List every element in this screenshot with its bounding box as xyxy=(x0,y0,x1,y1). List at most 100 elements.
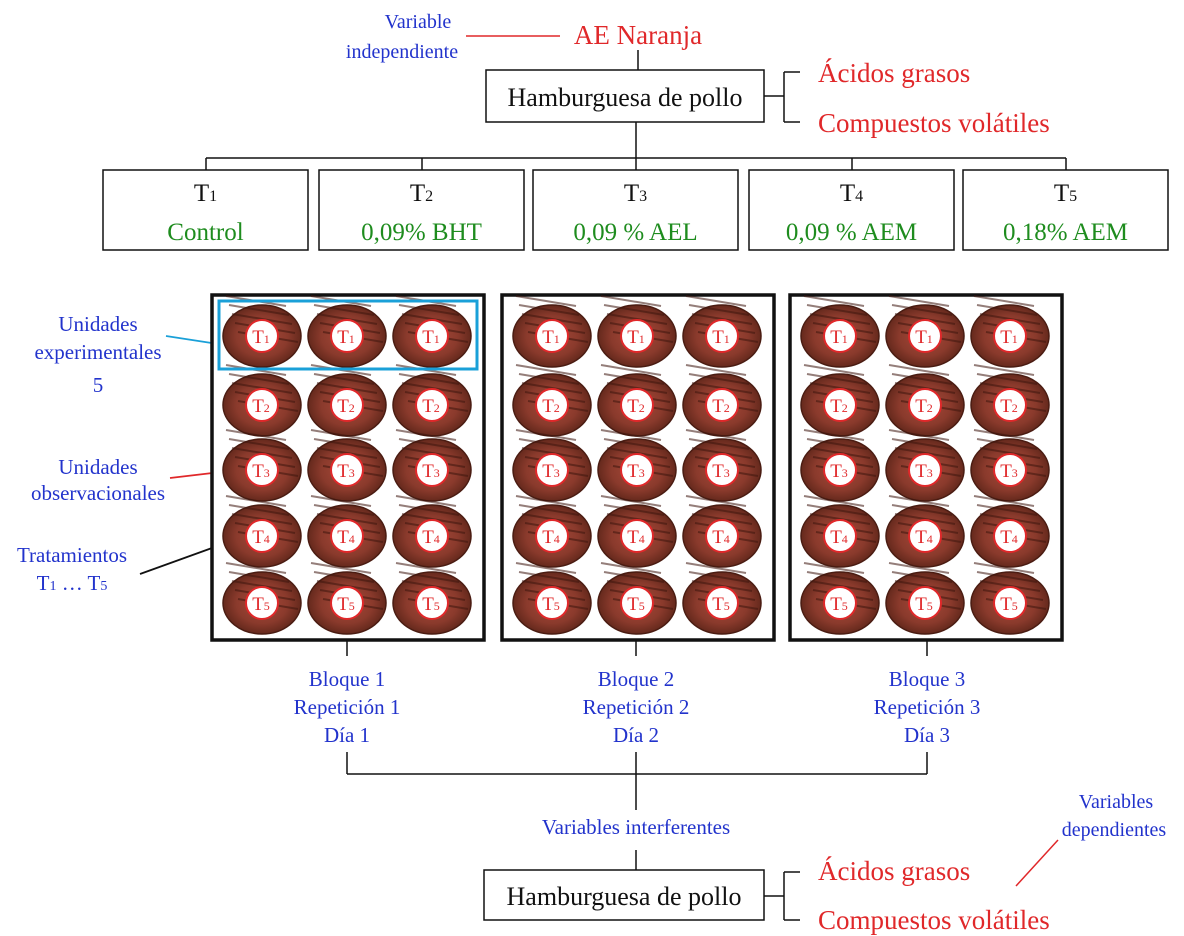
patty-label: T1 xyxy=(1000,327,1018,348)
patty-label-letter: T xyxy=(1000,327,1012,348)
grill-mark xyxy=(313,373,375,385)
patty: T3 xyxy=(800,429,880,502)
patty-label-sub: 4 xyxy=(927,532,933,546)
bottom-product-label: Hamburguesa de pollo xyxy=(507,882,742,911)
grill-mark xyxy=(395,562,457,574)
patty-label: T5 xyxy=(915,594,933,615)
patty-label-sub: 5 xyxy=(349,599,355,613)
block-2-caption: Bloque 2 Repetición 2 Día 2 xyxy=(583,667,690,747)
grill-mark xyxy=(518,504,580,516)
grill-mark xyxy=(891,304,953,316)
patty-label-sub: 2 xyxy=(554,401,560,415)
patty-label-sub: 5 xyxy=(554,599,560,613)
top-product-box xyxy=(485,69,765,123)
patty-label-letter: T xyxy=(627,527,639,548)
grill-mark xyxy=(976,571,1038,583)
patty-label: T2 xyxy=(542,396,560,417)
patty: T1 xyxy=(597,295,677,368)
grill-mark xyxy=(803,562,865,574)
grill-mark xyxy=(395,429,457,441)
patty-label-circle xyxy=(620,453,654,487)
patty-label-sub: 1 xyxy=(349,332,355,346)
patty: T4 xyxy=(800,495,880,568)
patty-label: T1 xyxy=(712,327,730,348)
patty-label-sub: 3 xyxy=(927,466,933,480)
patty-label-letter: T xyxy=(1000,527,1012,548)
patty-label-sub: 2 xyxy=(434,401,440,415)
patty-label-letter: T xyxy=(915,327,927,348)
patty-label-sub: 5 xyxy=(842,599,848,613)
patty-label-circle xyxy=(415,319,449,353)
grill-mark xyxy=(803,364,865,376)
grill-mark xyxy=(518,438,580,450)
grill-mark xyxy=(310,495,372,507)
patty-label-circle xyxy=(705,388,739,422)
patty-label: T5 xyxy=(712,594,730,615)
patty: T3 xyxy=(597,429,677,502)
patty-label-letter: T xyxy=(542,396,554,417)
patty-label: T3 xyxy=(1000,461,1018,482)
patty-label-circle xyxy=(330,388,364,422)
experimental-units-count: 5 xyxy=(93,373,104,397)
patty-label: T4 xyxy=(337,527,355,548)
experimental-units-label-line2: experimentales xyxy=(34,340,161,364)
grill-mark xyxy=(803,295,865,307)
patty-label-circle xyxy=(908,388,942,422)
grill-mark xyxy=(603,438,665,450)
patty-label: T3 xyxy=(337,461,355,482)
grill-mark xyxy=(600,364,662,376)
patty-label-letter: T xyxy=(337,594,349,615)
treatment-code: T5 xyxy=(1054,180,1077,207)
grill-mark xyxy=(688,504,750,516)
patty-label-letter: T xyxy=(252,327,264,348)
patty-label-letter: T xyxy=(542,594,554,615)
dependent-variables-connector xyxy=(1015,839,1059,887)
grill-mark xyxy=(888,429,950,441)
patty-label-circle xyxy=(993,453,1027,487)
treatment-subscript: 5 xyxy=(1069,188,1077,205)
patty-label-letter: T xyxy=(915,594,927,615)
patty-label: T2 xyxy=(712,396,730,417)
grill-mark xyxy=(973,429,1035,441)
treatment-description: Control xyxy=(167,219,243,246)
patty-label-sub: 3 xyxy=(842,466,848,480)
patty-label: T5 xyxy=(627,594,645,615)
patty: T4 xyxy=(970,495,1050,568)
patty: T3 xyxy=(222,429,302,502)
patty-label-circle xyxy=(535,319,569,353)
grill-mark xyxy=(603,373,665,385)
patty-label: T5 xyxy=(830,594,848,615)
patty: T2 xyxy=(682,364,762,437)
patty-label-sub: 1 xyxy=(434,332,440,346)
top-response-2: Compuestos volátiles xyxy=(818,108,1050,138)
patty-label: T1 xyxy=(337,327,355,348)
patty-label-letter: T xyxy=(627,396,639,417)
grill-mark xyxy=(600,295,662,307)
patty-label-sub: 4 xyxy=(724,532,730,546)
grill-mark xyxy=(600,495,662,507)
grill-mark xyxy=(225,562,287,574)
block-3-bloque: Bloque 3 xyxy=(889,667,965,691)
grill-mark xyxy=(398,373,460,385)
patty-label-letter: T xyxy=(252,527,264,548)
patty: T1 xyxy=(800,295,880,368)
grill-mark xyxy=(313,304,375,316)
block-1-bloque: Bloque 1 xyxy=(309,667,385,691)
grill-mark xyxy=(976,504,1038,516)
grill-mark xyxy=(518,571,580,583)
top-product-label: Hamburguesa de pollo xyxy=(508,83,743,112)
block-1-caption: Bloque 1 Repetición 1 Día 1 xyxy=(294,667,401,747)
patty-label-letter: T xyxy=(422,594,434,615)
patty-label-circle xyxy=(705,453,739,487)
patty: T3 xyxy=(392,429,472,502)
patty-label-letter: T xyxy=(712,594,724,615)
grill-mark xyxy=(803,495,865,507)
bottom-response-2: Compuestos volátiles xyxy=(818,905,1050,935)
patty-label-circle xyxy=(823,586,857,620)
patty-label-circle xyxy=(535,453,569,487)
patty-label-letter: T xyxy=(915,527,927,548)
patty-label-sub: 4 xyxy=(639,532,645,546)
patty-label: T4 xyxy=(542,527,560,548)
